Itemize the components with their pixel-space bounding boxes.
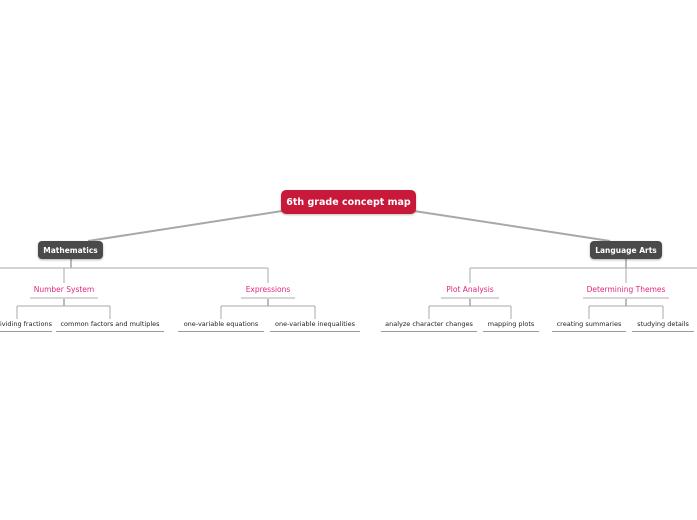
leaf-label: one-variable inequalities [274, 320, 356, 328]
leaf-common-factors-and-multiples[interactable]: common factors and multiples [56, 319, 164, 332]
leaf-analyze-character-changes[interactable]: analyze character changes [381, 319, 477, 332]
main-topic-mathematics[interactable]: Mathematics [38, 241, 103, 259]
subtopic-label: Plot Analysis [446, 285, 494, 294]
leaf-mapping-plots[interactable]: mapping plots [483, 319, 539, 332]
main-topic-label: Mathematics [43, 245, 98, 255]
leaf-dividing-fractions[interactable]: dividing fractions [0, 319, 52, 332]
leaf-label: creating summaries [556, 320, 622, 328]
subtopic-label: Expressions [245, 285, 291, 294]
main-topic-label: Language Arts [595, 245, 657, 255]
leaf-one-variable-equations[interactable]: one-variable equations [178, 319, 264, 332]
leaf-label: one-variable equations [183, 320, 259, 328]
subtopic-determining-themes[interactable]: Determining Themes [583, 284, 669, 299]
leaf-creating-summaries[interactable]: creating summaries [552, 319, 626, 332]
leaf-one-variable-inequalities[interactable]: one-variable inequalities [270, 319, 360, 332]
root-topic-label: 6th grade concept map [286, 196, 411, 208]
leaf-label: dividing fractions [0, 320, 52, 328]
subtopic-plot-analysis[interactable]: Plot Analysis [441, 284, 499, 299]
leaf-label: studying details [637, 320, 689, 328]
root-topic[interactable]: 6th grade concept map [281, 190, 416, 214]
main-topic-language-arts[interactable]: Language Arts [590, 241, 662, 259]
leaf-studying-details[interactable]: studying details [632, 319, 694, 332]
subtopic-number-system[interactable]: Number System [30, 284, 98, 299]
leaf-label: mapping plots [487, 320, 535, 328]
subtopic-label: Number System [33, 285, 95, 294]
leaf-label: common factors and multiples [60, 320, 160, 328]
subtopic-label: Determining Themes [586, 285, 666, 294]
leaf-label: analyze character changes [385, 320, 473, 328]
subtopic-expressions[interactable]: Expressions [241, 284, 295, 299]
